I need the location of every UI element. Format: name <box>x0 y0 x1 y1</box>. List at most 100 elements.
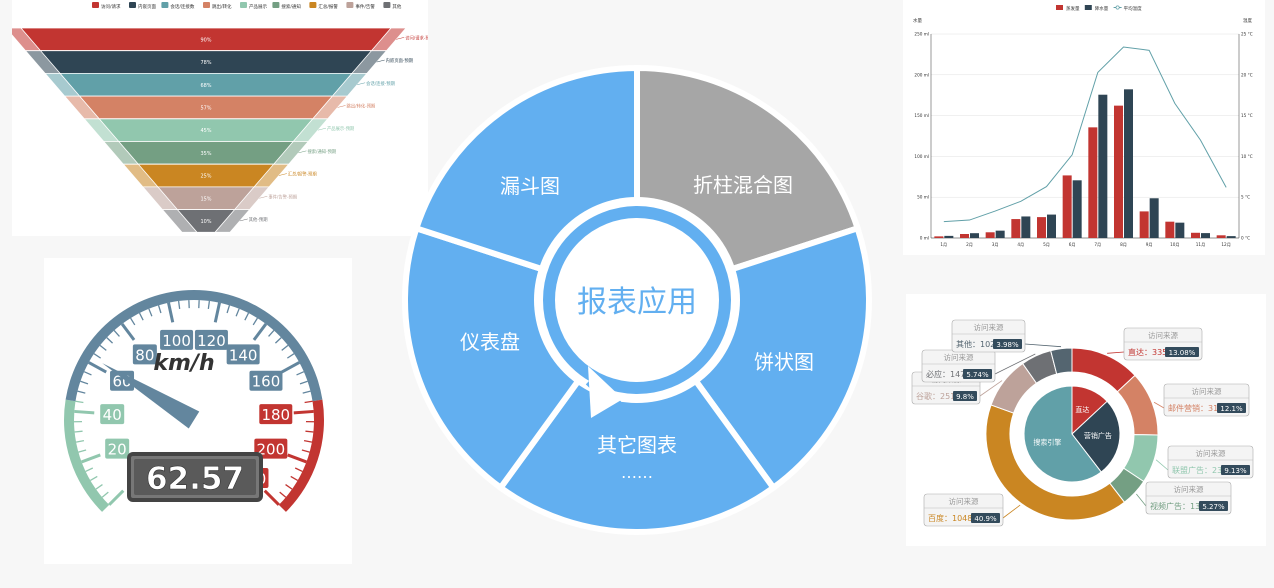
y-tick-label-right: 15 °C <box>1241 113 1253 118</box>
menu-segment-other[interactable] <box>496 294 778 535</box>
funnel-label-line <box>337 105 346 108</box>
bar[interactable] <box>1021 216 1031 238</box>
bar[interactable] <box>1072 180 1082 238</box>
gauge-unit-label: km/h <box>153 351 214 376</box>
funnel-label-line <box>317 127 327 131</box>
gauge-minor-tick <box>290 475 298 482</box>
bar[interactable] <box>1149 198 1159 238</box>
funnel-legend-swatch[interactable] <box>92 2 99 8</box>
funnel-legend-swatch[interactable] <box>272 2 280 8</box>
gauge-tick-label-bg <box>105 438 130 459</box>
funnel-value-label: 15% <box>200 196 211 202</box>
gauge-tick-label-bg <box>160 329 194 350</box>
x-tick-label: 10月 <box>1170 242 1180 248</box>
menu-label-gauge[interactable]: 仪表盘 <box>460 330 520 354</box>
bar[interactable] <box>1165 221 1175 238</box>
funnel-legend-swatch[interactable] <box>309 2 317 8</box>
funnel-chart: 访问/请求 内嵌页面 会话/连接数 跳出/转化 产品展示 搜索/通知 汇总/报警 事件/告警 其… <box>5 2 434 233</box>
gauge-minor-tick <box>301 449 310 453</box>
gauge-minor-tick <box>207 300 211 310</box>
funnel-legend-swatch[interactable] <box>346 2 354 8</box>
funnel-side-label: 产品展示-预期 <box>327 125 354 132</box>
bar[interactable] <box>960 234 969 238</box>
bar[interactable] <box>1226 236 1236 238</box>
gauge-minor-tick <box>75 400 84 404</box>
pie-percent-badge <box>1165 347 1199 357</box>
bar[interactable] <box>1011 219 1021 238</box>
funnel-legend-item[interactable]: 访问/请求 <box>101 3 121 10</box>
legend-swatch-marker[interactable] <box>1115 5 1120 10</box>
legend-swatch[interactable] <box>1056 5 1063 10</box>
funnel-legend-swatch[interactable] <box>240 2 247 8</box>
funnel-legend-item[interactable]: 其他 <box>392 3 401 10</box>
gauge-value-display: 62.57 <box>146 461 244 497</box>
funnel-layer[interactable] <box>176 209 236 233</box>
gauge-minor-tick <box>138 312 144 321</box>
x-tick-label: 11月 <box>1196 242 1206 248</box>
bar[interactable] <box>1062 175 1072 238</box>
menu-label-funnel[interactable]: 漏斗图 <box>500 174 560 198</box>
bar[interactable] <box>1037 217 1046 238</box>
funnel-value-label: 90% <box>200 37 211 43</box>
gauge-major-tick <box>108 489 125 506</box>
bar[interactable] <box>934 236 944 238</box>
center-label: 报表应用 <box>577 285 697 320</box>
gauge-minor-tick <box>305 430 314 433</box>
menu-label-pie[interactable]: 饼状图 <box>754 350 814 374</box>
bar[interactable] <box>1098 94 1108 238</box>
funnel-legend-swatch[interactable] <box>203 2 210 8</box>
gauge-tick-label: 160 <box>252 373 281 391</box>
funnel-legend-item[interactable]: 产品展示 <box>249 3 267 10</box>
y-tick-label: 200 ml <box>914 72 929 77</box>
gauge-minor-tick <box>113 330 120 337</box>
x-tick-label: 7月 <box>1094 242 1101 248</box>
inner-pie-label: 直达 <box>1075 405 1089 414</box>
inner-pie-slice[interactable] <box>1071 400 1121 473</box>
bar[interactable] <box>1114 105 1123 238</box>
legend-item[interactable]: 蒸发量 <box>1066 5 1080 12</box>
menu-label-bar-line[interactable]: 折柱混合图 <box>693 173 793 197</box>
pie-tooltip-value: 必应：147 <box>926 369 965 379</box>
bar[interactable] <box>944 235 954 238</box>
bar[interactable] <box>985 232 995 238</box>
inner-pie-slice[interactable] <box>1023 385 1102 483</box>
bar[interactable] <box>1047 214 1056 238</box>
bar[interactable] <box>1175 222 1185 238</box>
legend-item[interactable]: 降水量 <box>1095 5 1109 12</box>
legend-swatch[interactable] <box>1084 5 1092 10</box>
pie-tooltip-value: 直达：335 <box>1128 347 1167 357</box>
funnel-legend-swatch[interactable] <box>129 2 136 8</box>
funnel-legend-swatch[interactable] <box>161 2 169 8</box>
bar[interactable] <box>1216 235 1226 238</box>
funnel-legend-item[interactable]: 事件/告警 <box>355 3 375 10</box>
funnel-legend-item[interactable]: 跳出/转化 <box>212 3 232 10</box>
funnel-legend-item[interactable]: 内嵌页面 <box>138 3 156 10</box>
funnel-legend-item[interactable]: 汇总/报警 <box>318 3 338 10</box>
gauge-minor-tick <box>130 317 136 326</box>
speed-gauge: 020406080100120140160180200220km/h62.57 <box>63 290 324 512</box>
line-series[interactable] <box>943 46 1227 223</box>
bar[interactable] <box>1139 211 1149 238</box>
x-tick-label: 9月 <box>1146 242 1153 248</box>
bar[interactable] <box>1124 89 1133 238</box>
menu-label-other[interactable]: 其它图表 <box>597 433 677 457</box>
pie-percent-badge <box>993 339 1022 349</box>
bar[interactable] <box>1191 232 1200 238</box>
gauge-minor-tick <box>302 390 311 394</box>
bar[interactable] <box>995 230 1005 238</box>
bar[interactable] <box>1088 127 1098 238</box>
center-hub <box>565 228 709 372</box>
bar[interactable] <box>970 233 979 238</box>
bar[interactable] <box>1201 233 1210 238</box>
pie-percent-badge <box>1199 501 1228 511</box>
x-tick-label: 8月 <box>1120 242 1127 248</box>
legend-item[interactable]: 平均温度 <box>1124 5 1142 12</box>
gauge-tick-label-bg <box>254 438 288 459</box>
funnel-legend-item[interactable]: 搜索/通知 <box>281 3 301 10</box>
pie-tooltip-title: 访问来源 <box>1192 386 1222 396</box>
funnel-legend-item[interactable]: 会话/连接数 <box>170 3 195 10</box>
pie-label-line <box>1153 401 1165 409</box>
funnel-legend-swatch[interactable] <box>383 2 391 8</box>
outer-pie-slice[interactable] <box>1050 347 1073 375</box>
